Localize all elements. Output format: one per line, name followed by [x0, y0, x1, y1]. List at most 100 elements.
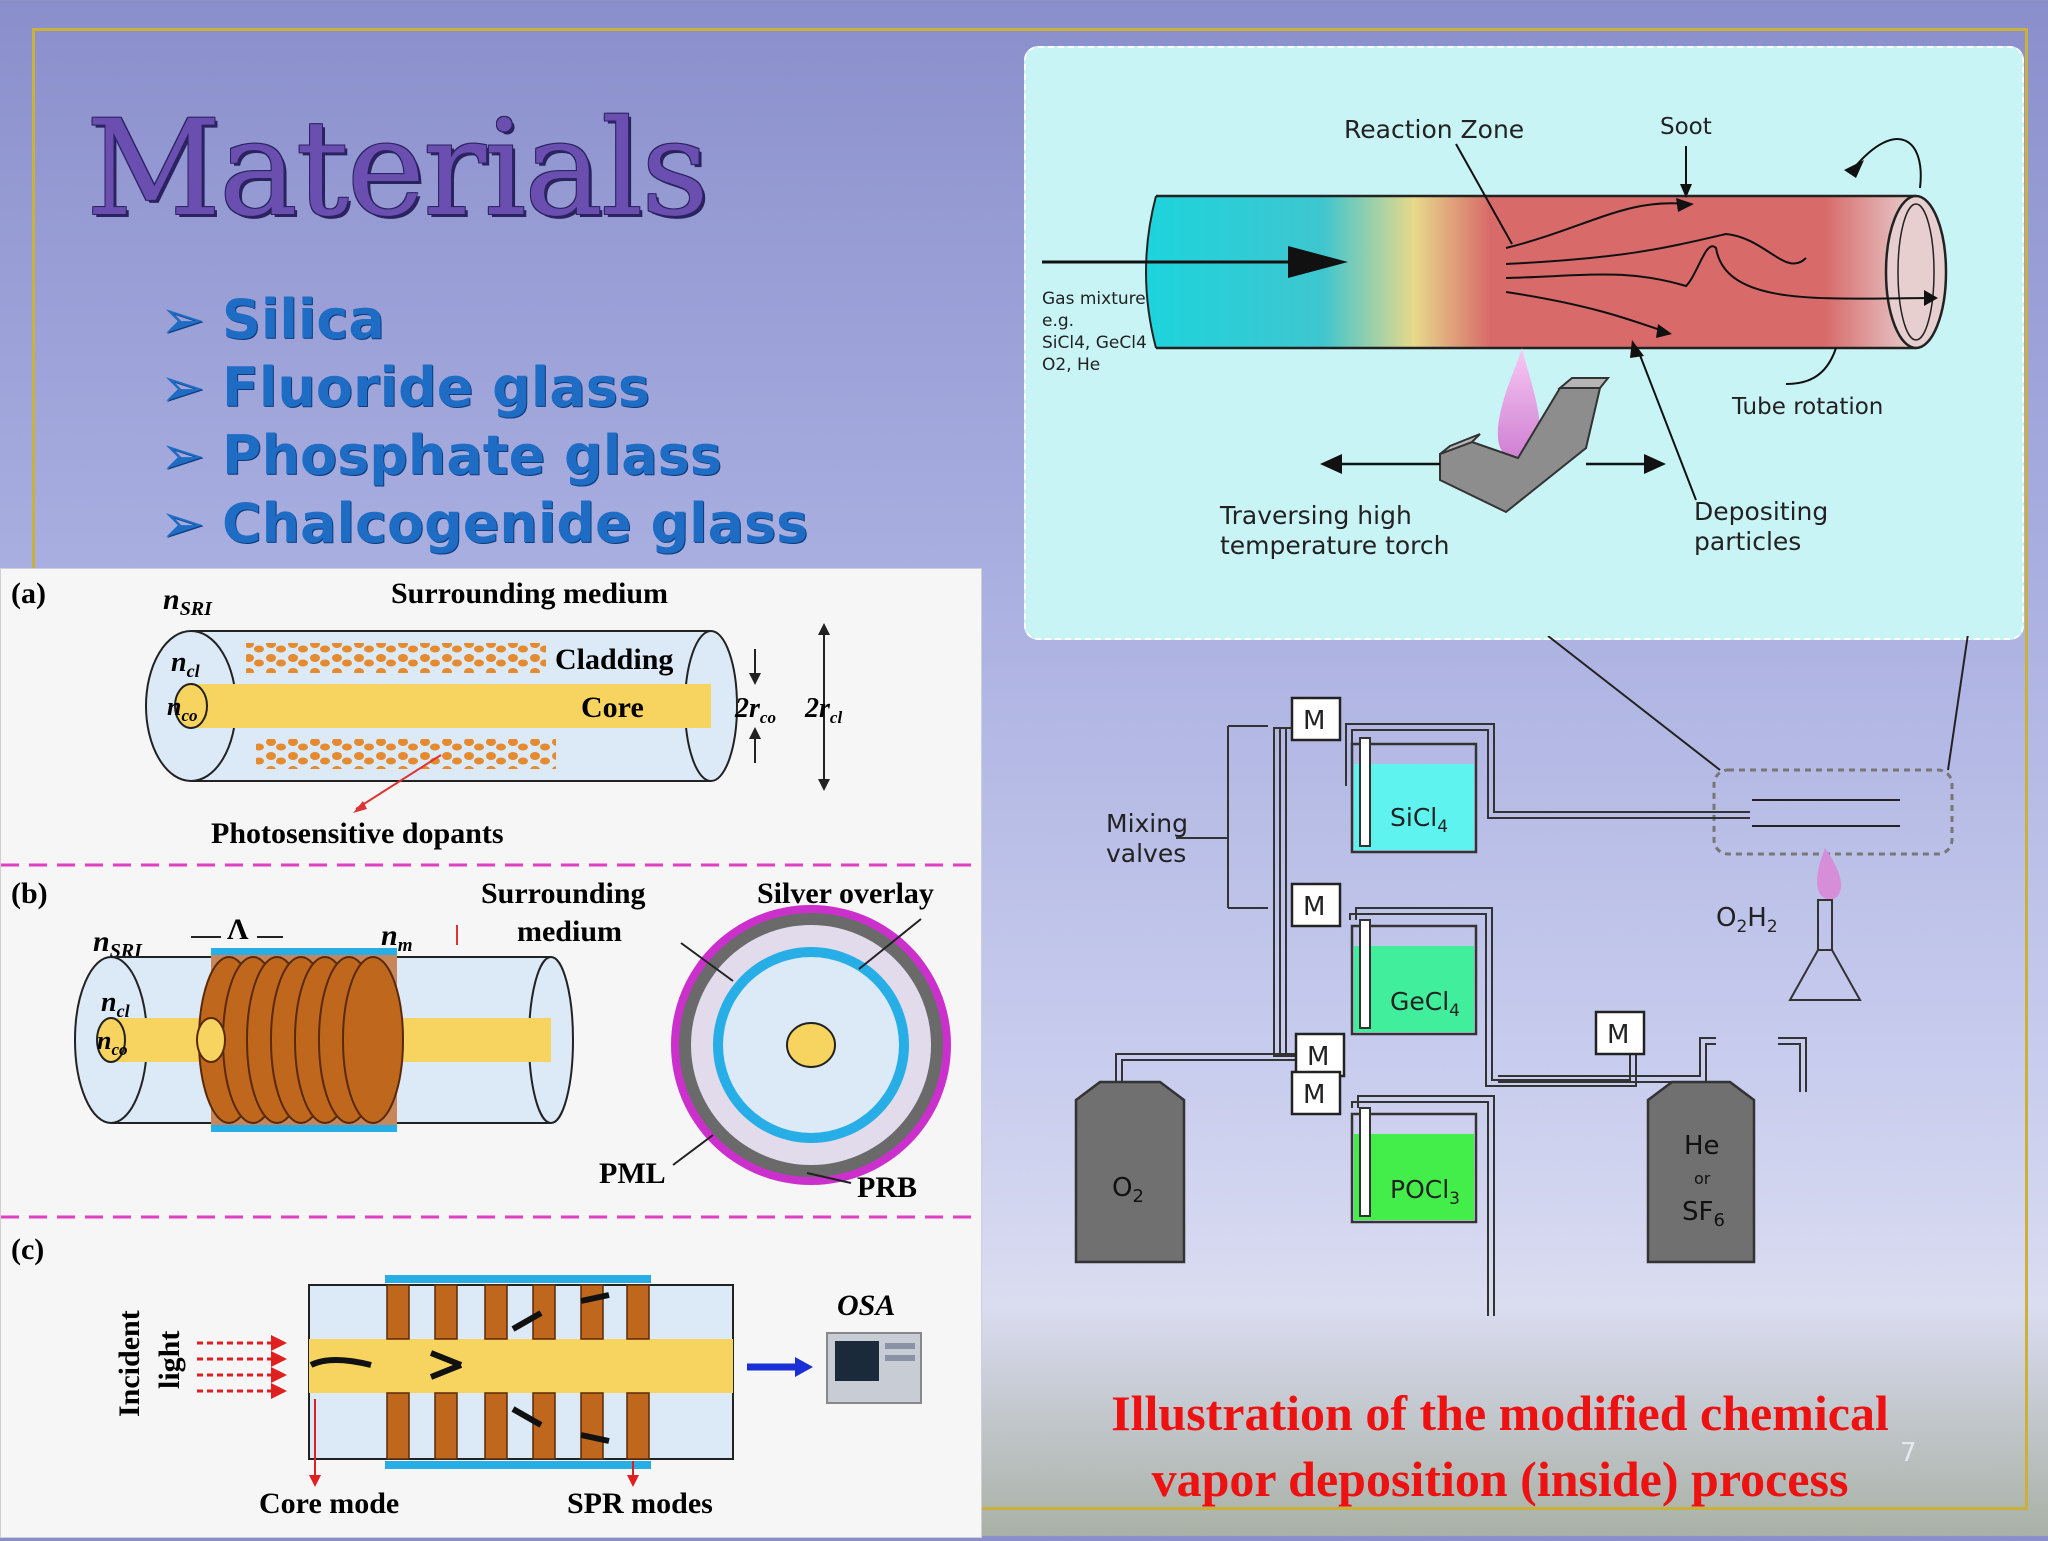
tube-detail-inset — [1712, 768, 1954, 856]
metal-film-bottom — [385, 1461, 651, 1469]
tube-rotation-label: Tube rotation — [1731, 394, 1883, 420]
bullet-text: Silica — [222, 288, 385, 351]
n-co-label: nco — [167, 692, 198, 725]
mcvd-apparatus-svg: Mixing valves SiCl4 GeCl4 POCl3 M M M M … — [1074, 633, 1969, 1356]
mixing-manifold — [1227, 725, 1287, 1056]
gecl4-bubbler: GeCl4 — [1350, 919, 1478, 1036]
core-mode-label: Core mode — [259, 1487, 399, 1520]
surrounding-medium-label: Surrounding medium — [391, 577, 668, 610]
panel-label-b: (b) — [11, 877, 48, 910]
n-co-label-b: nco — [97, 1026, 128, 1059]
r-cl-label: 2rcl — [804, 693, 842, 727]
incident-light-label-1: Incident — [113, 1310, 146, 1417]
fiber-sensor-diagram: (a) nSRI Surrounding medium ncl nco Clad… — [0, 568, 982, 1538]
he-sf6-cylinder: He or SF6 — [1646, 1080, 1756, 1264]
bullet-text: Phosphate glass — [222, 424, 722, 487]
mass-flow-valve — [1294, 1032, 1346, 1078]
n-cl-label: ncl — [171, 647, 200, 681]
arrow-bullet-icon: ➢ — [160, 424, 206, 487]
spr-modes-label: SPR modes — [567, 1487, 713, 1520]
valve-label: M — [1307, 1042, 1329, 1072]
core-body — [191, 684, 711, 728]
valve-label: M — [1303, 1080, 1325, 1110]
dopants-label: Photosensitive dopants — [211, 817, 504, 850]
sensor-core — [309, 1339, 733, 1393]
metal-layer-bottom — [211, 1125, 397, 1132]
n-cl-label-b: ncl — [101, 987, 130, 1021]
list-item: ➢ Phosphate glass — [160, 422, 808, 490]
valve-label: M — [1607, 1020, 1629, 1050]
torch-label-1: Traversing high — [1219, 501, 1412, 530]
arrow-bullet-icon: ➢ — [160, 356, 206, 419]
mcvd-tube-diagram: Reaction Zone Soot Tube rotation Gas mix… — [1024, 46, 2024, 640]
list-item: ➢Chalcogenide glass — [160, 490, 808, 558]
gas-mixture-label-3: SiCl4, GeCl4 — [1042, 333, 1147, 353]
he-label: He — [1684, 1131, 1720, 1161]
or-label: or — [1694, 1169, 1711, 1188]
metal-film-top — [385, 1275, 651, 1283]
sicl4-label: SiCl4 — [1390, 803, 1448, 837]
mcvd-apparatus-diagram: Mixing valves SiCl4 GeCl4 POCl3 M M M M … — [1060, 633, 2020, 1356]
bullet-text: Fluoride glass — [222, 356, 651, 419]
mass-flow-valve — [1290, 1070, 1342, 1116]
gas-mixture-label-4: O2, He — [1042, 355, 1100, 375]
pocl3-bubbler: POCl3 — [1350, 1107, 1478, 1224]
gecl4-label: GeCl4 — [1390, 987, 1460, 1021]
prb-label: PRB — [857, 1171, 917, 1204]
soot-flow-lines — [1505, 202, 1937, 333]
quartz-tube — [1156, 196, 1916, 348]
sf6-label: SF6 — [1682, 1197, 1725, 1231]
panel-label-c: (c) — [11, 1233, 44, 1266]
core-label: Core — [581, 691, 644, 724]
panel-label-a: (a) — [11, 577, 46, 610]
surrounding-label-1: Surrounding — [481, 877, 646, 910]
o2-cylinder: O2 — [1074, 1080, 1186, 1264]
caption-line-2: vapor deposition (inside) process — [1151, 1451, 1849, 1507]
dopants-top — [246, 643, 546, 673]
pocl3-label: POCl3 — [1390, 1175, 1460, 1209]
cladding-label: Cladding — [555, 643, 673, 676]
arrow-bullet-icon: ➢ — [160, 288, 206, 351]
arrow-bullet-icon: ➢ — [160, 492, 206, 555]
o2h2-label: O2H2 — [1716, 903, 1778, 937]
slide-title: Materials — [86, 92, 709, 246]
torch-label-2: temperature torch — [1220, 531, 1450, 560]
pml-label: PML — [599, 1157, 666, 1190]
grating-bars — [386, 1284, 650, 1460]
figure-caption: Illustration of the modified chemical va… — [1010, 1380, 1990, 1512]
dopants-bottom — [256, 739, 556, 769]
mixing-valves-label-1: Mixing — [1106, 809, 1188, 838]
slide-number: 7 — [1900, 1438, 1917, 1468]
n-m-label: nm — [381, 919, 412, 956]
surrounding-label-2: medium — [517, 915, 622, 948]
incident-light-arrows — [197, 1341, 277, 1393]
depositing-label-1: Depositing — [1694, 497, 1828, 526]
caption-line-1: Illustration of the modified chemical — [1111, 1385, 1889, 1441]
cross-section-core — [786, 1022, 836, 1068]
reaction-zone-label: Reaction Zone — [1344, 115, 1524, 144]
list-item: ➢ Fluoride glass — [160, 354, 808, 422]
metal-layer-top — [211, 948, 397, 955]
depositing-label-2: particles — [1694, 527, 1801, 556]
valve-label: M — [1303, 706, 1325, 736]
soot-label: Soot — [1660, 114, 1712, 140]
lambda-label: Λ — [227, 913, 249, 946]
torch-flame-icon — [1497, 348, 1541, 461]
burner-flame-icon — [1817, 848, 1842, 900]
mass-flow-valve — [1290, 696, 1342, 742]
list-item: ➢ Silica — [160, 286, 808, 354]
valve-label: M — [1303, 892, 1325, 922]
r-co-label: 2rco — [734, 693, 776, 727]
incident-light-label-2: light — [153, 1331, 186, 1389]
sicl4-bubbler: SiCl4 — [1350, 737, 1478, 854]
oxyhydrogen-burner: O2H2 — [1716, 848, 1862, 1001]
osa-label: OSA — [837, 1289, 895, 1322]
fiber-sensor-svg: (a) nSRI Surrounding medium ncl nco Clad… — [1, 577, 981, 1520]
n-sri-label: nSRI — [163, 583, 213, 620]
mass-flow-valve — [1290, 882, 1342, 928]
grating-fringes — [198, 956, 404, 1124]
mixing-valves-label-2: valves — [1106, 839, 1186, 868]
mass-flow-valve — [1594, 1010, 1646, 1056]
gas-mixture-label-2: e.g. — [1042, 311, 1074, 331]
o2-label: O2 — [1112, 1173, 1144, 1207]
